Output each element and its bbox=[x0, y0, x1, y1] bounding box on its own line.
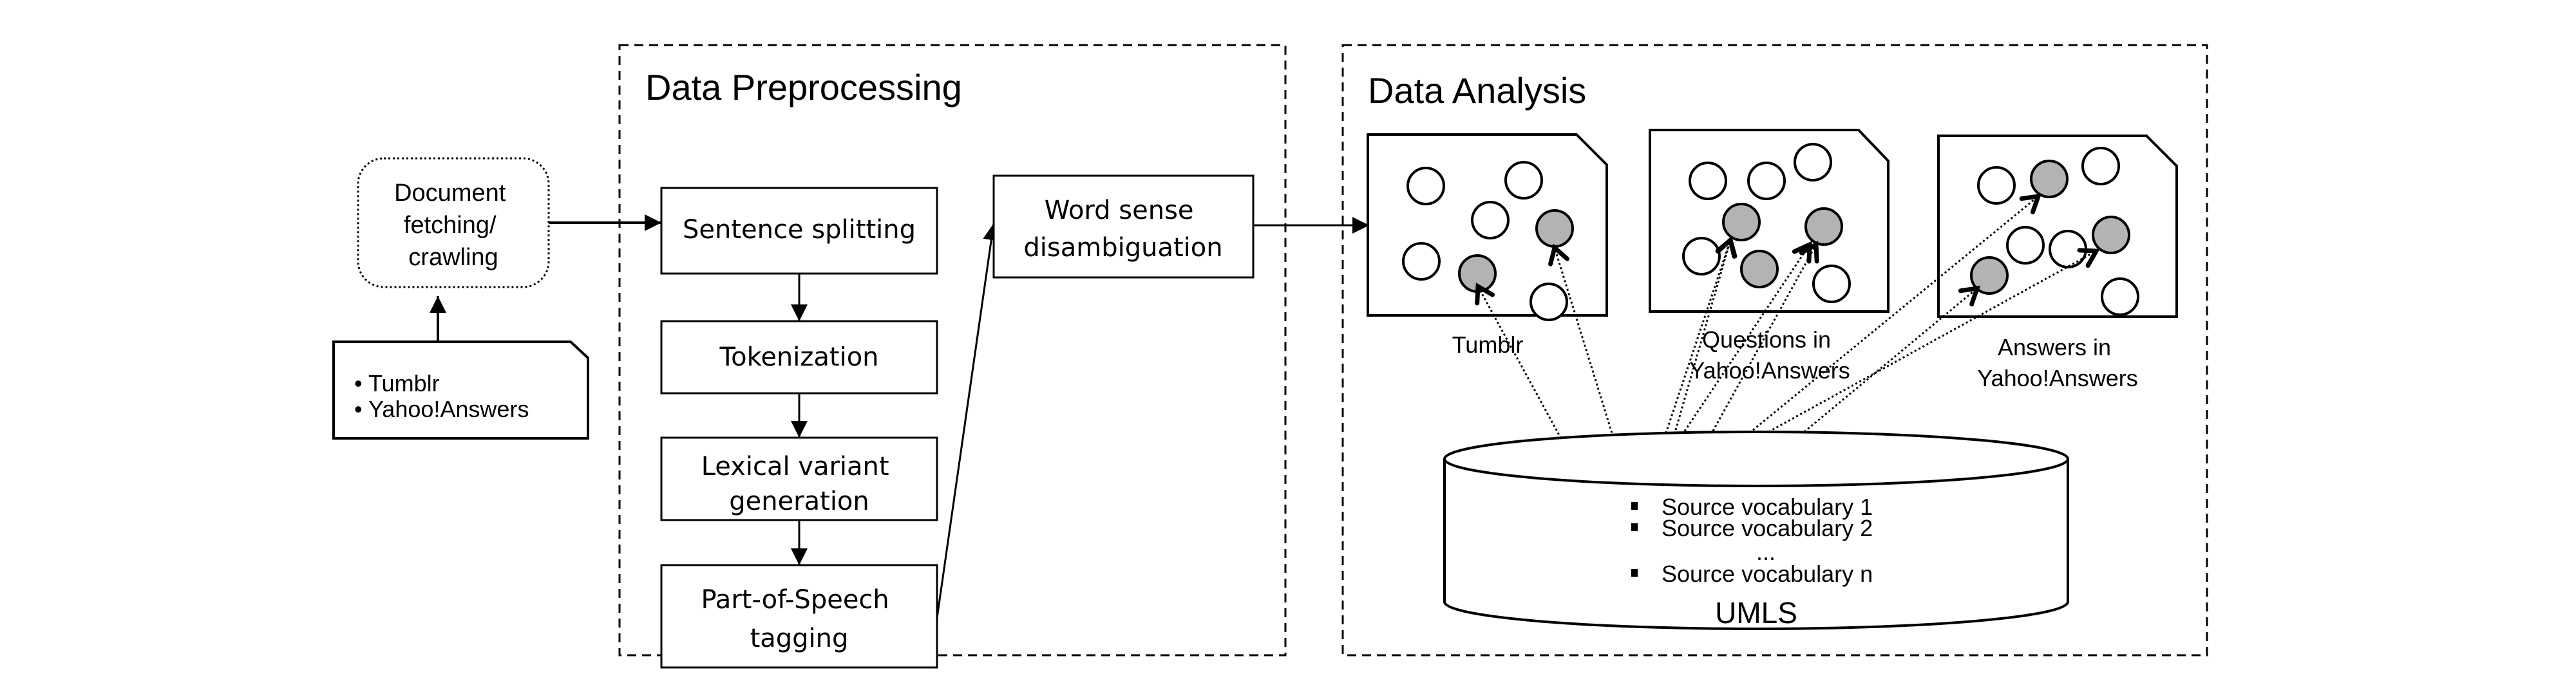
umls-label: UMLS bbox=[1715, 596, 1797, 629]
vocabulary-link bbox=[1633, 244, 1811, 507]
concept-circle-highlighted bbox=[2092, 216, 2130, 254]
step-sentence-splitting: Sentence splitting bbox=[660, 187, 938, 275]
concept-circle-highlighted bbox=[2030, 160, 2069, 198]
fetch-box-label: Document fetching/ crawling bbox=[394, 180, 513, 271]
preprocessing-title: Data Preprocessing bbox=[645, 67, 962, 107]
vocab-item-1: Source vocabulary 1 bbox=[1662, 494, 1873, 520]
step-label: Sentence splitting bbox=[683, 215, 916, 245]
source-item-yahoo: Yahoo!Answers bbox=[368, 396, 529, 422]
concept-circle bbox=[1977, 166, 2016, 205]
step-lexical-variant: Lexical variant generation bbox=[660, 436, 938, 521]
arrow-pos-to-wsd bbox=[936, 223, 1000, 619]
concept-circles bbox=[1402, 143, 2139, 321]
concept-circle bbox=[2101, 277, 2139, 316]
pointer-arrowhead bbox=[2019, 193, 2042, 215]
vocab-item-n: Source vocabulary n bbox=[1662, 561, 1873, 587]
vocab-bullet-n bbox=[1631, 569, 1638, 577]
preprocessing-frame bbox=[618, 44, 1287, 657]
source-note-text: • Tumblr • Yahoo!Answers bbox=[354, 370, 529, 422]
vocabulary-link bbox=[1633, 244, 1817, 573]
step-word-sense-disambiguation: Word sense disambiguation bbox=[992, 174, 1255, 279]
concept-circle bbox=[1689, 162, 1727, 200]
pointer-arrowhead bbox=[1958, 285, 1981, 307]
analysis-frame bbox=[1341, 44, 2208, 657]
concept-circle-highlighted bbox=[1740, 250, 1779, 288]
concept-circle bbox=[2081, 147, 2120, 185]
concept-circle bbox=[1812, 265, 1851, 303]
corpus-label-answers: Answers in Yahoo!Answers bbox=[1977, 334, 2137, 391]
source-item-tumblr: Tumblr bbox=[368, 370, 440, 396]
step-tokenization: Tokenization bbox=[660, 320, 938, 395]
step-label: Word sense disambiguation bbox=[1023, 196, 1222, 263]
concept-circle bbox=[1794, 143, 1832, 182]
concept-circle bbox=[1471, 201, 1510, 239]
vocab-ellipsis: ... bbox=[1756, 539, 1776, 565]
concept-circle-highlighted bbox=[1535, 209, 1574, 248]
pointer-arrowhead bbox=[1475, 283, 1495, 306]
vocab-item-2: Source vocabulary 2 bbox=[1662, 515, 1873, 541]
concept-circle bbox=[1504, 161, 1543, 200]
concept-circle bbox=[1682, 237, 1721, 275]
concept-circle bbox=[1406, 167, 1445, 205]
umls-database bbox=[1443, 431, 2069, 630]
concept-circle-highlighted bbox=[1804, 207, 1843, 246]
source-note-shape bbox=[332, 340, 589, 440]
vocabulary-link bbox=[1633, 239, 1732, 573]
corpus-label-questions: Questions in Yahoo!Answers bbox=[1689, 326, 1850, 384]
pointer-arrowhead bbox=[1548, 243, 1570, 266]
vocabulary-link bbox=[1634, 287, 1978, 574]
step-pos-tagging: Part-of-Speech tagging bbox=[660, 564, 938, 669]
vocab-bullet-1 bbox=[1631, 502, 1638, 510]
concept-circle bbox=[2006, 226, 2045, 265]
concept-circle bbox=[1530, 283, 1568, 321]
concept-circle bbox=[1747, 162, 1786, 200]
step-label: Lexical variant generation bbox=[701, 452, 898, 516]
concept-circle-highlighted bbox=[1970, 256, 2009, 295]
analysis-title: Data Analysis bbox=[1368, 70, 1586, 111]
corpus-label-tumblr: Tumblr bbox=[1452, 331, 1524, 358]
step-label: Part-of-Speech tagging bbox=[701, 585, 897, 653]
concept-circle bbox=[1402, 242, 1441, 281]
vocab-bullet-2 bbox=[1631, 523, 1638, 531]
step-label: Tokenization bbox=[719, 342, 878, 372]
concept-circle-highlighted bbox=[1722, 203, 1761, 241]
